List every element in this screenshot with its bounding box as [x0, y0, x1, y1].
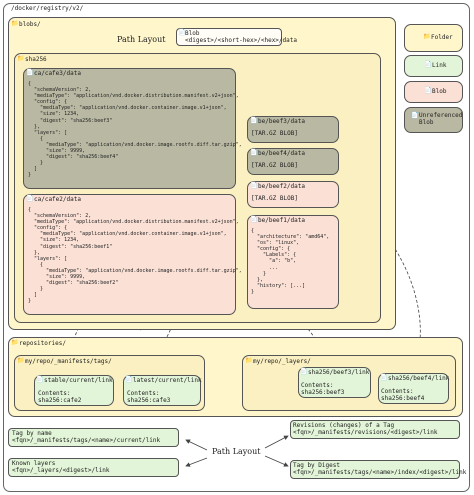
- blob-path-box: [176, 28, 282, 46]
- doc-icon: 📄: [300, 368, 308, 375]
- folder-icon: 📁: [17, 55, 25, 62]
- doc-icon: 📄: [424, 87, 432, 94]
- beef4-content: [TAR.GZ BLOB]: [251, 162, 298, 169]
- tag-by-name-text: Tag by name <fqn>/_manifests/tags/<name>…: [12, 430, 161, 444]
- legend-folder: [404, 24, 463, 52]
- cafe2-title: ca/cafe2/data: [34, 196, 81, 203]
- beef4-title: be/beef4/data: [258, 150, 305, 157]
- layout-to-revisions: [264, 435, 289, 449]
- beef1-content: { "architecture": "amd64", "os": "linux"…: [251, 228, 330, 295]
- latest-link: [123, 375, 201, 406]
- doc-icon: 📄: [178, 29, 186, 36]
- blobs-folder-label: blobs/: [19, 21, 41, 28]
- stable-link-title: stable/current/link: [44, 377, 113, 384]
- folder-icon: 📁: [423, 33, 431, 40]
- beef1-blob: [247, 215, 339, 309]
- beef4-blob: [247, 148, 339, 175]
- beef3-blob: [247, 116, 339, 143]
- tag-by-digest-box: [290, 460, 460, 479]
- folder-icon: 📁: [245, 357, 253, 364]
- doc-icon: 📄: [424, 61, 432, 68]
- latest-link-contents: Contents: sha256:cafe3: [127, 390, 171, 404]
- sha256-folder-label: sha256: [25, 56, 47, 63]
- cafe3-content: { "schemaVersion": 2, "mediaType": "appl…: [28, 81, 242, 179]
- layout-to-known-layers: [185, 457, 208, 467]
- legend-folder-label: Folder: [431, 34, 453, 41]
- doc-icon: 📄: [411, 112, 419, 119]
- layout-to-tag-by-digest: [264, 455, 289, 467]
- folder-icon: 📁: [11, 20, 19, 27]
- revisions-text: Revisions (changes) of a Tag <fqn>/_mani…: [293, 422, 438, 436]
- beef3-title: be/beef3/data: [258, 118, 305, 125]
- known-layers-text: Known layers <fqn>/_layers/<digest>/link: [12, 460, 110, 474]
- stable-link: [34, 375, 114, 406]
- layers-folder-label: my/repo/_layers/: [253, 358, 311, 365]
- folder-icon: 📁: [11, 339, 19, 346]
- legend-blob-label: Blob: [432, 88, 447, 95]
- beef3-content: [TAR.GZ BLOB]: [251, 130, 298, 137]
- doc-icon: 📄: [36, 376, 44, 383]
- beef4-link: [378, 373, 449, 404]
- path-layout-top-label: Path Layout: [117, 35, 166, 44]
- beef3-link-contents: Contents: sha256:beef3: [301, 382, 345, 396]
- cafe2-blob: [23, 194, 236, 315]
- beef3-link: [298, 367, 371, 398]
- cafe3-blob: [23, 68, 236, 189]
- beef4-link-contents: Contents: sha256:beef4: [381, 388, 425, 402]
- revisions-box: [290, 420, 460, 439]
- root-folder-label: /docker/registry/v2/: [11, 5, 84, 12]
- beef2-content: [TAR.GZ BLOB]: [251, 195, 298, 202]
- legend-unreferenced: [404, 107, 463, 133]
- latest-link-title: latest/current/link: [133, 377, 202, 384]
- doc-icon: 📄: [380, 374, 388, 381]
- beef4-link-title: sha256/beef4/link: [388, 375, 450, 382]
- legend-unreferenced-label: Unreferenced Blob: [419, 112, 463, 126]
- cafe2-content: { "schemaVersion": 2, "mediaType": "appl…: [28, 207, 242, 305]
- doc-icon: 📄: [250, 182, 258, 189]
- beef2-blob: [247, 181, 339, 208]
- manifests-folder-label: my/repo/_manifests/tags/: [25, 358, 112, 365]
- beef3-link-title: sha256/beef3/link: [308, 369, 370, 376]
- doc-icon: 📄: [125, 376, 133, 383]
- beef2-title: be/beef2/data: [258, 183, 305, 190]
- tag-by-name-box: [8, 428, 179, 447]
- doc-icon: 📄: [250, 117, 258, 124]
- stable-link-contents: Contents: sha256:cafe2: [38, 390, 82, 404]
- legend-link: [404, 55, 463, 77]
- doc-icon: 📄: [26, 195, 34, 202]
- repositories-folder-label: repositories/: [19, 340, 66, 347]
- folder-icon: 📁: [17, 357, 25, 364]
- doc-icon: 📄: [250, 149, 258, 156]
- root-folder: [3, 3, 470, 492]
- known-layers-box: [8, 458, 179, 477]
- path-layout-bottom-label: Path Layout: [212, 447, 261, 456]
- legend-link-label: Link: [432, 62, 447, 69]
- doc-icon: 📄: [26, 69, 34, 76]
- layout-to-tag-by-name: [185, 439, 208, 451]
- blob-path-value: <digest>/<short-hex>/<hex>/data: [185, 37, 297, 44]
- tag-by-digest-text: Tag by Digest <fqn>/_manifests/tags/<nam…: [293, 462, 467, 476]
- legend-blob: [404, 81, 463, 103]
- beef1-title: be/beef1/data: [258, 217, 305, 224]
- cafe3-title: ca/cafe3/data: [34, 70, 81, 77]
- doc-icon: 📄: [250, 216, 258, 223]
- blob-path-title: Blob: [185, 30, 200, 37]
